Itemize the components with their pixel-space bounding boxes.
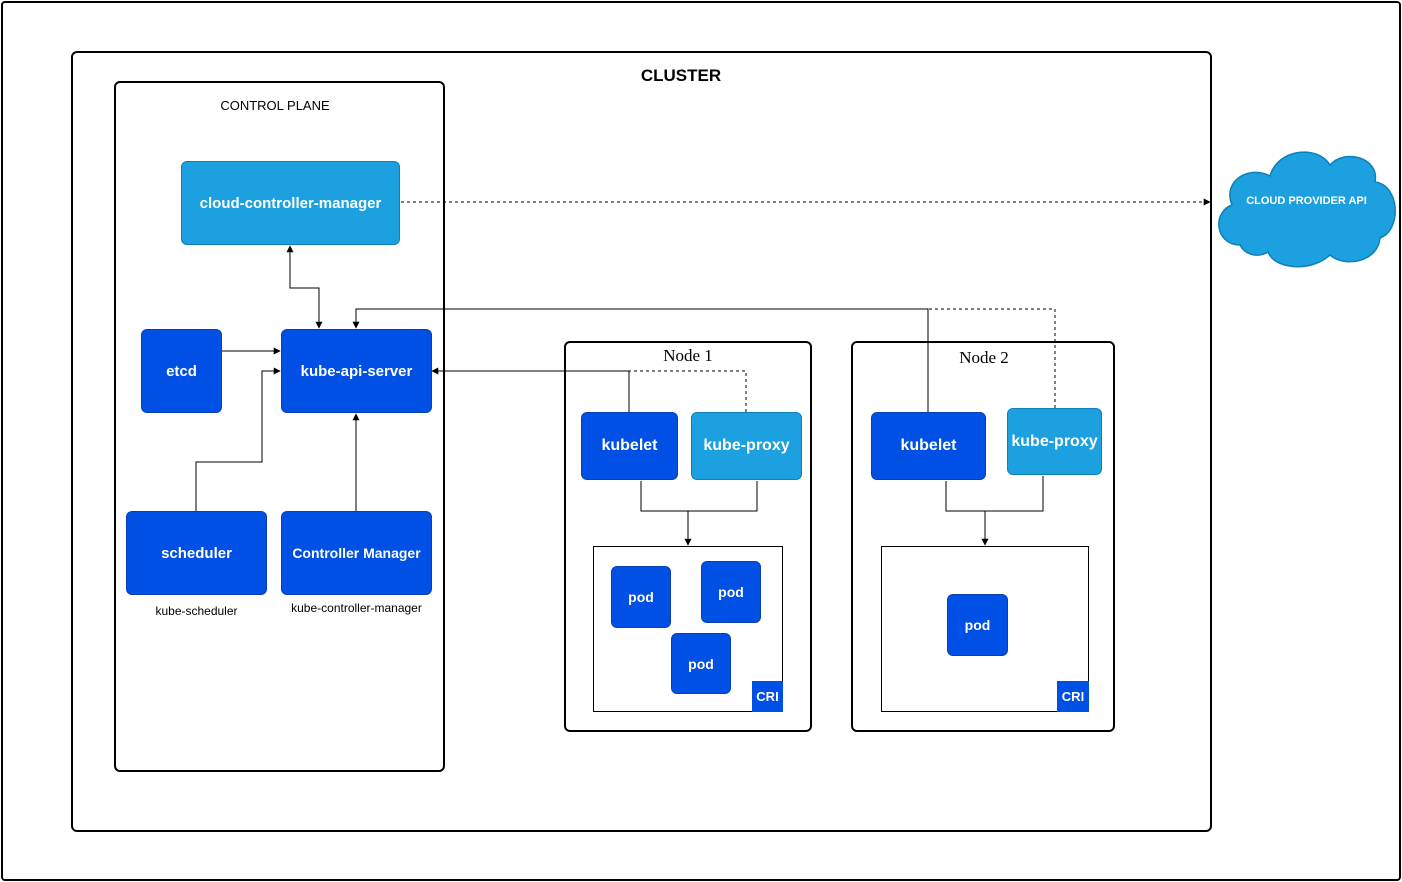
node-2-kube-proxy-label: kube-proxy bbox=[1011, 432, 1098, 450]
controller-manager-box[interactable]: Controller Manager bbox=[281, 511, 432, 595]
node-1-kube-proxy-label: kube-proxy bbox=[703, 437, 790, 454]
node-2-kubelet-box[interactable]: kubelet bbox=[871, 412, 986, 480]
scheduler-caption: kube-scheduler bbox=[155, 604, 238, 618]
node-1-cri-label: CRI bbox=[756, 689, 779, 704]
node-2-pod-label: pod bbox=[964, 617, 991, 633]
controller-manager-caption: kube-controller-manager bbox=[291, 601, 422, 615]
cloud-controller-manager-label: cloud-controller-manager bbox=[199, 194, 382, 212]
node-1-pod-label: pod bbox=[688, 655, 714, 672]
cluster-title: CLUSTER bbox=[640, 66, 722, 85]
node-2-kube-proxy-box[interactable]: kube-proxy bbox=[1007, 408, 1102, 475]
cloud-provider-label: CLOUD PROVIDER API bbox=[1246, 195, 1367, 207]
node-1-kube-proxy-box[interactable]: kube-proxy bbox=[691, 412, 802, 480]
node-1-title: Node 1 bbox=[663, 346, 713, 365]
scheduler-label: scheduler bbox=[161, 544, 232, 562]
node-1-pod-label: pod bbox=[718, 584, 744, 600]
node-1-pod[interactable]: pod bbox=[611, 566, 671, 628]
cloud-controller-manager-box[interactable]: cloud-controller-manager bbox=[181, 161, 400, 245]
node-2-cri-label: CRI bbox=[1061, 689, 1085, 704]
node2-kubelet-runtime-connector bbox=[945, 476, 1044, 512]
node-1-cri-badge: CRI bbox=[752, 681, 783, 712]
kube-api-server-box[interactable]: kube-api-server bbox=[281, 329, 432, 413]
node1-proxy-api-connector bbox=[629, 370, 747, 412]
node-2-kubelet-label: kubelet bbox=[900, 437, 957, 454]
node-1-kubelet-label: kubelet bbox=[601, 437, 658, 454]
node-2-cri-badge: CRI bbox=[1057, 681, 1089, 712]
scheduler-box[interactable]: scheduler bbox=[126, 511, 267, 595]
etcd-box[interactable]: etcd bbox=[141, 329, 222, 413]
node-1-pod-label: pod bbox=[628, 589, 654, 605]
node-1-pod[interactable]: pod bbox=[701, 561, 761, 623]
control-plane-title: CONTROL PLANE bbox=[220, 98, 330, 113]
ccm-api-connector bbox=[286, 245, 323, 329]
node2-kubelet-api-connector bbox=[352, 308, 929, 412]
node-1-kubelet-box[interactable]: kubelet bbox=[581, 412, 678, 480]
kube-api-server-label: kube-api-server bbox=[300, 362, 413, 380]
node1-kubelet-runtime-connector bbox=[640, 481, 758, 512]
node-1-pod[interactable]: pod bbox=[671, 633, 731, 694]
node1-kubelet-api-connector bbox=[431, 367, 630, 412]
node-2-pod[interactable]: pod bbox=[947, 594, 1008, 656]
node-2-title: Node 2 bbox=[959, 348, 1009, 367]
node2-proxy-api-connector bbox=[928, 308, 1056, 408]
etcd-label: etcd bbox=[166, 362, 197, 380]
controller-manager-label: Controller Manager bbox=[292, 545, 421, 561]
scheduler-api-connector bbox=[195, 367, 281, 511]
